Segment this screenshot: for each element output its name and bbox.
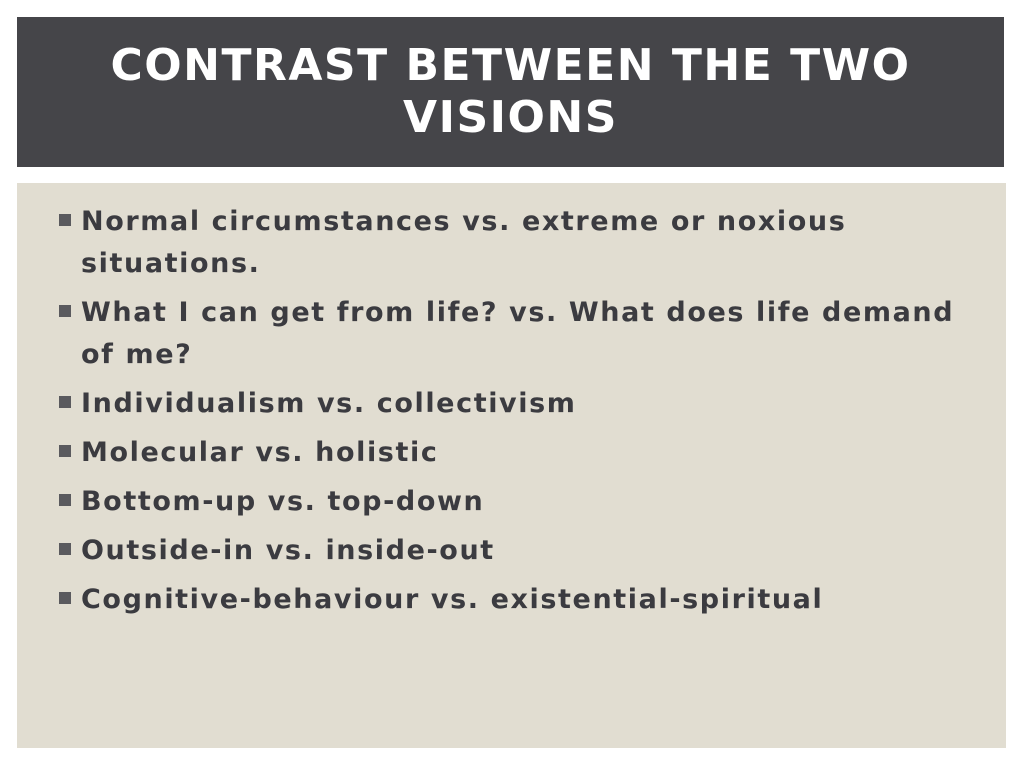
bullet-text: Outside-in vs. inside-out xyxy=(81,535,495,566)
bullet-text: Normal circumstances vs. extreme or noxi… xyxy=(81,206,847,279)
title-bar: CONTRAST BETWEEN THE TWO VISIONS xyxy=(17,17,1004,167)
bullet-item-cognitive-behaviour: Cognitive-behaviour vs. existential-spir… xyxy=(59,579,966,621)
bullet-list: Normal circumstances vs. extreme or noxi… xyxy=(59,201,966,621)
bullet-text: Molecular vs. holistic xyxy=(81,437,439,468)
slide-title: CONTRAST BETWEEN THE TWO VISIONS xyxy=(110,40,911,143)
bullet-item-individualism: Individualism vs. collectivism xyxy=(59,383,966,425)
bullet-text: What I can get from life? vs. What does … xyxy=(81,297,955,370)
bullet-item-outside-in: Outside-in vs. inside-out xyxy=(59,530,966,572)
square-bullet-icon xyxy=(59,494,71,506)
square-bullet-icon xyxy=(59,543,71,555)
square-bullet-icon xyxy=(59,445,71,457)
square-bullet-icon xyxy=(59,214,71,226)
content-panel: Normal circumstances vs. extreme or noxi… xyxy=(17,183,1006,748)
bullet-text: Cognitive-behaviour vs. existential-spir… xyxy=(81,584,824,615)
bullet-text: Bottom-up vs. top-down xyxy=(81,486,485,517)
bullet-item-life-question: What I can get from life? vs. What does … xyxy=(59,292,966,376)
bullet-item-molecular: Molecular vs. holistic xyxy=(59,432,966,474)
square-bullet-icon xyxy=(59,305,71,317)
square-bullet-icon xyxy=(59,396,71,408)
square-bullet-icon xyxy=(59,592,71,604)
bullet-item-bottom-up: Bottom-up vs. top-down xyxy=(59,481,966,523)
bullet-text: Individualism vs. collectivism xyxy=(81,388,577,419)
bullet-item-normal-circumstances: Normal circumstances vs. extreme or noxi… xyxy=(59,201,966,285)
